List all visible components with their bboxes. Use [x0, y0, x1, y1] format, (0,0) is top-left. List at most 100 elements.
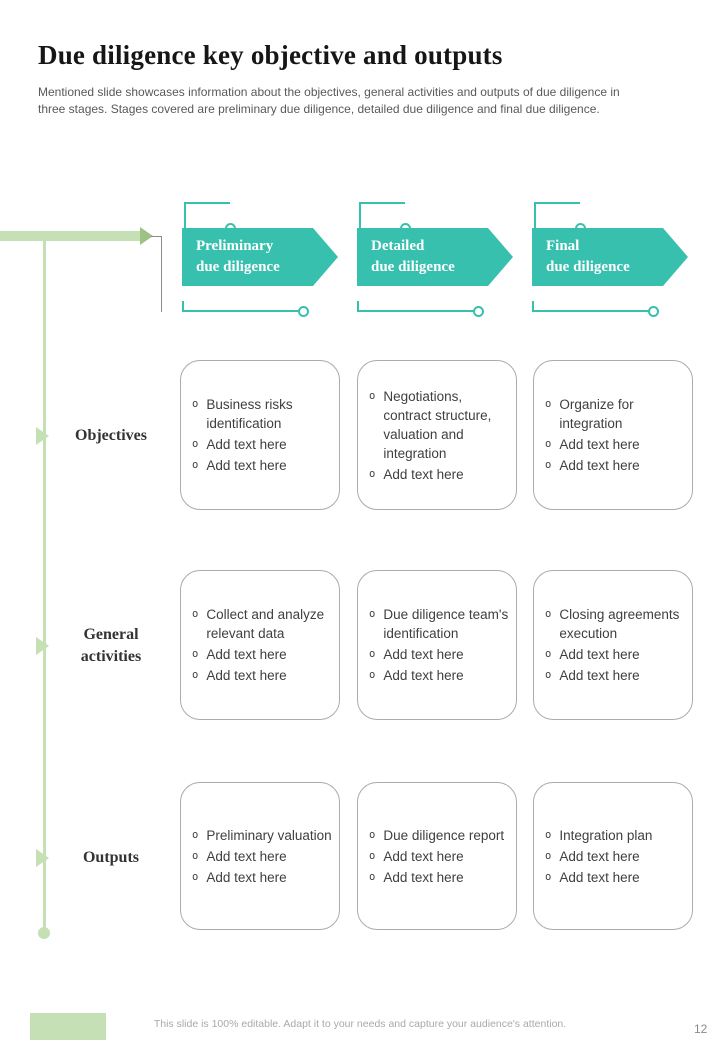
cell-outputs-final: o Integration plan o Add text here o Add…	[533, 782, 693, 930]
list-item-text: Preliminary valuation	[206, 827, 332, 843]
list-item: o Add text here	[192, 435, 333, 454]
list-item: o Collect and analyze relevant data	[192, 605, 333, 643]
list-item: o Add text here	[545, 666, 686, 685]
list-item-text: Add text here	[383, 466, 464, 482]
list-item: o Negotiations, contract structure, valu…	[369, 387, 510, 463]
bullet-icon: o	[192, 398, 199, 410]
bullet-icon: o	[545, 669, 552, 681]
bullet-icon: o	[192, 438, 199, 450]
list-item: o Add text here	[369, 868, 510, 887]
stage-label-line1: Preliminary	[196, 238, 274, 254]
row-label-objectives: Objectives	[75, 427, 147, 444]
list-item: o Add text here	[369, 645, 510, 664]
list-item-text: Add text here	[206, 869, 287, 885]
bullet-icon: o	[192, 608, 199, 620]
list-item: o Integration plan	[545, 826, 686, 845]
cell-objectives-detailed: o Negotiations, contract structure, valu…	[357, 360, 517, 510]
list-item-text: Due diligence report	[383, 827, 505, 843]
connector-line-horizontal	[151, 236, 162, 237]
list-item: o Add text here	[369, 465, 510, 484]
bullet-icon: o	[545, 828, 552, 841]
stage-top-line	[359, 202, 405, 204]
page-title: Due diligence key objective and outputs	[38, 40, 503, 70]
cell-objectives-final: o Organize for integration o Add text he…	[533, 360, 693, 510]
stage-arrow-detailed: Detailed due diligence	[357, 228, 513, 286]
list-item-text: Add text here	[206, 848, 287, 864]
stage-label-line1: Detailed	[371, 238, 425, 254]
stage-top-line	[534, 202, 580, 204]
bullet-icon: o	[369, 828, 376, 841]
bullet-icon: o	[192, 828, 199, 841]
connector-line-vertical	[161, 236, 162, 312]
stage-bottom-line	[182, 310, 304, 312]
timeline-horizontal-bar	[0, 231, 140, 241]
stage-bottom-line	[357, 310, 479, 312]
page-number: 12	[694, 1022, 708, 1036]
stage-preliminary: Preliminary due diligence	[182, 196, 342, 326]
bullet-icon: o	[369, 849, 376, 862]
stage-top-tick	[359, 202, 361, 230]
list-item-text: Add text here	[206, 437, 287, 452]
stage-bottom-circle-icon	[298, 306, 309, 317]
stage-bottom-circle-icon	[473, 306, 484, 317]
bullet-icon: o	[369, 608, 376, 620]
row-marker-icon	[36, 427, 49, 445]
stage-bottom-tick	[532, 301, 534, 312]
list-item-text: Add text here	[559, 458, 640, 473]
bullet-icon: o	[192, 669, 199, 681]
list-item: o Add text here	[545, 645, 686, 664]
bullet-icon: o	[545, 438, 552, 450]
bullet-icon: o	[545, 870, 552, 883]
bullet-icon: o	[545, 608, 552, 620]
list-item-text: Add text here	[559, 437, 640, 452]
list-item-text: Add text here	[383, 647, 464, 662]
footer-accent-rect	[30, 1013, 106, 1040]
row-label-general-activities: General activities	[80, 626, 142, 665]
bullet-icon: o	[545, 398, 552, 410]
list-item: o Add text here	[192, 868, 333, 887]
stage-bottom-circle-icon	[648, 306, 659, 317]
stage-top-line	[184, 202, 230, 204]
stage-detailed: Detailed due diligence	[357, 196, 517, 326]
timeline-end-dot-icon	[38, 927, 50, 939]
stage-bottom-line	[532, 310, 654, 312]
list-item: o Business risks identification	[192, 395, 333, 433]
list-item: o Due diligence report	[369, 826, 510, 845]
stage-bottom-tick	[357, 301, 359, 312]
timeline-vertical-line	[43, 241, 46, 931]
cell-objectives-preliminary: o Business risks identification o Add te…	[180, 360, 340, 510]
bullet-icon: o	[369, 669, 376, 681]
stage-top-tick	[184, 202, 186, 230]
bullet-icon: o	[369, 648, 376, 660]
stage-label-line2: due diligence	[546, 259, 630, 275]
list-item: o Add text here	[545, 456, 686, 475]
list-item-text: Add text here	[206, 458, 287, 473]
stage-final: Final due diligence	[532, 196, 692, 326]
list-item-text: Add text here	[383, 869, 464, 885]
list-item: o Add text here	[192, 666, 333, 685]
list-item: o Add text here	[545, 435, 686, 454]
list-item: o Add text here	[369, 666, 510, 685]
list-item-text: Integration plan	[559, 827, 653, 843]
list-item-text: Add text here	[559, 647, 640, 662]
stage-arrow-final: Final due diligence	[532, 228, 688, 286]
list-item: o Add text here	[369, 847, 510, 866]
bullet-icon: o	[369, 467, 376, 480]
list-item-text: Closing agreements execution	[559, 607, 680, 641]
bullet-icon: o	[192, 849, 199, 862]
list-item-text: Collect and analyze relevant data	[206, 607, 325, 641]
bullet-icon: o	[545, 459, 552, 471]
bullet-icon: o	[192, 459, 199, 471]
list-item: o Closing agreements execution	[545, 605, 686, 643]
list-item: o Add text here	[545, 847, 686, 866]
list-item: o Add text here	[545, 868, 686, 887]
list-item: o Due diligence team's identification	[369, 605, 510, 643]
bullet-icon: o	[192, 870, 199, 883]
cell-activities-final: o Closing agreements execution o Add tex…	[533, 570, 693, 720]
list-item: o Organize for integration	[545, 395, 686, 433]
row-marker-icon	[36, 849, 49, 867]
bullet-icon: o	[369, 870, 376, 883]
stage-label-line2: due diligence	[371, 259, 455, 275]
list-item-text: Add text here	[383, 668, 464, 683]
